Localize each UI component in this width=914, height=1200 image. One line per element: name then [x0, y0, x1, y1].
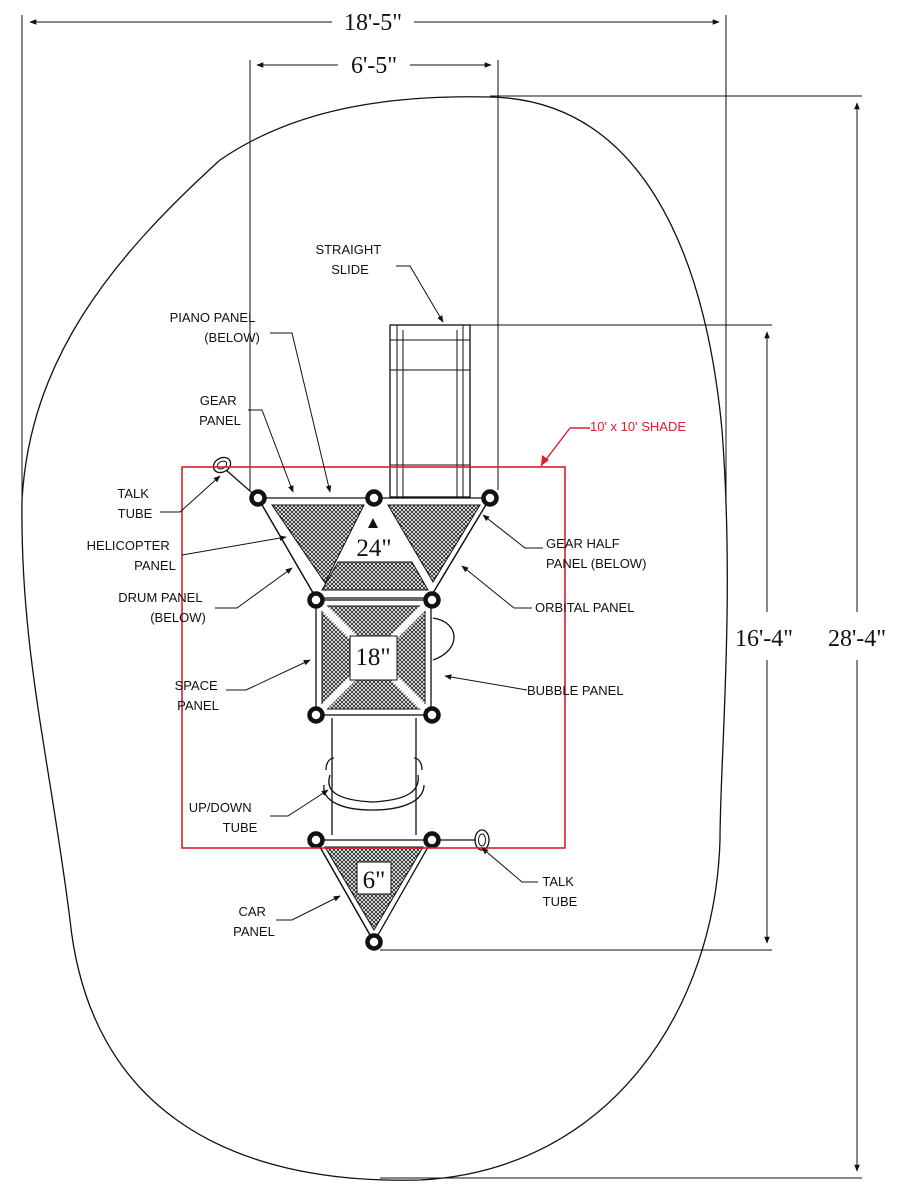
gear-panel	[271, 504, 365, 584]
post	[307, 831, 325, 849]
talk-tube-bottom-label: TALK TUBE	[542, 874, 577, 909]
car-deck-height: 6"	[363, 867, 386, 894]
car-deck: 6"	[314, 839, 434, 944]
component-labels: STRAIGHT SLIDE PIANO PANEL (BELOW) GEAR …	[87, 242, 647, 939]
use-zone-outline	[21, 96, 728, 1181]
overall-width-label: 18'-5"	[344, 10, 402, 36]
helicopter-panel-label: HELICOPTER PANEL	[87, 538, 176, 573]
drum-panel-label: DRUM PANEL (BELOW)	[118, 590, 206, 625]
square-deck: 18"	[315, 599, 455, 716]
straight-slide-label: STRAIGHT SLIDE	[315, 242, 384, 277]
orbital-panel-label: ORBITAL PANEL	[535, 600, 634, 615]
posts	[249, 489, 499, 951]
overall-length-label: 28'-4"	[828, 626, 886, 652]
triangle-deck-height: 24"	[356, 535, 391, 562]
bubble-panel	[432, 617, 455, 661]
triangle-deck: 24"	[256, 497, 492, 599]
gear-panel-label: GEAR PANEL	[199, 393, 241, 428]
gear-half-panel	[387, 504, 481, 583]
car-panel-label: CAR PANEL	[233, 904, 275, 939]
post	[249, 489, 267, 507]
overall-length-dimension: 28'-4"	[380, 95, 886, 1179]
post	[307, 591, 325, 609]
talk-tube-top-label: TALK TUBE	[117, 486, 152, 521]
post	[307, 706, 325, 724]
helicopter-panel	[321, 561, 429, 591]
straight-slide	[389, 324, 471, 498]
shade-outline: 10' x 10' SHADE	[181, 419, 686, 849]
post	[365, 489, 383, 507]
bubble-panel-label: BUBBLE PANEL	[527, 683, 624, 698]
post	[423, 591, 441, 609]
post	[423, 706, 441, 724]
shade-label: 10' x 10' SHADE	[590, 419, 686, 434]
leader-lines	[160, 265, 543, 921]
overall-width-dimension: 18'-5"	[21, 10, 727, 510]
structure-length-label: 16'-4"	[735, 626, 793, 652]
structure-length-dimension: 16'-4"	[380, 324, 793, 951]
space-panel-label: SPACE PANEL	[175, 678, 222, 713]
gear-half-panel-label: GEAR HALF PANEL (BELOW)	[546, 536, 646, 571]
up-down-tube-label: UP/DOWN TUBE	[189, 800, 258, 835]
talk-tube-top	[212, 456, 259, 499]
up-down-tube	[323, 718, 425, 835]
square-deck-height: 18"	[355, 644, 390, 671]
piano-panel-label: PIANO PANEL (BELOW)	[170, 310, 260, 345]
structure-width-label: 6'-5"	[351, 53, 397, 79]
post	[481, 489, 499, 507]
post	[365, 933, 383, 951]
post	[423, 831, 441, 849]
structure-width-dimension: 6'-5"	[249, 53, 499, 490]
